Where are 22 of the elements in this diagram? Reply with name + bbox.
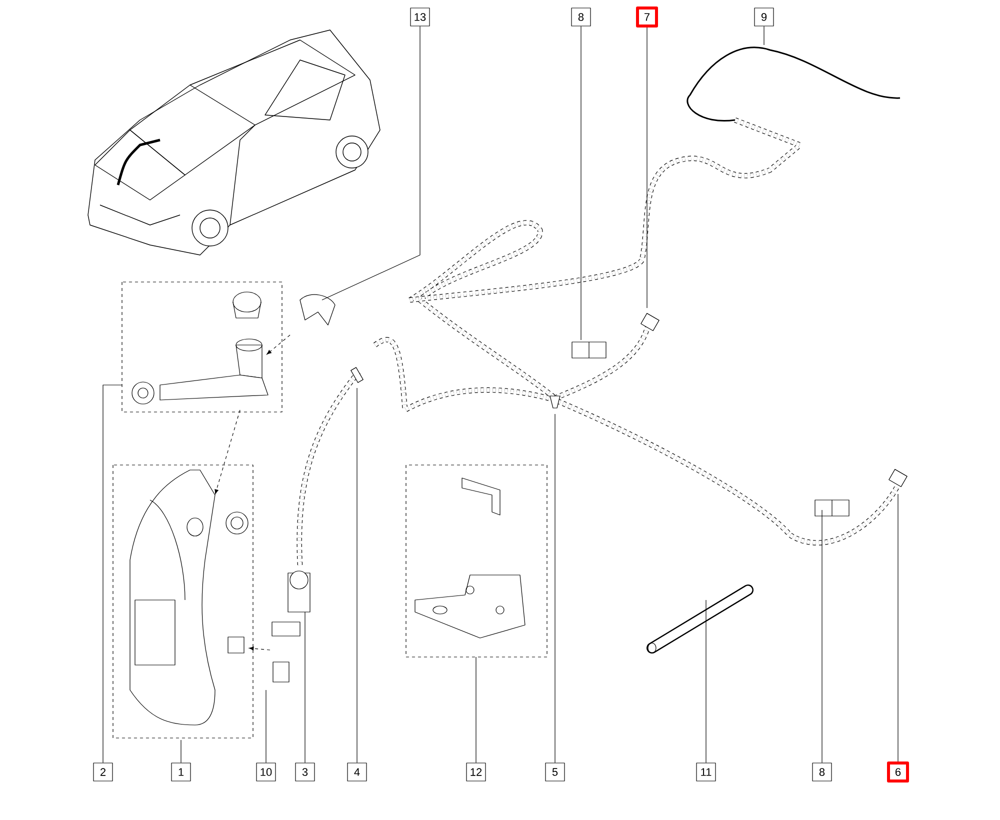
callout-number: 10	[256, 762, 276, 782]
callout-number: 6	[887, 762, 909, 782]
callout-number: 9	[754, 8, 774, 26]
leader-line	[304, 612, 306, 763]
leader-line	[322, 26, 420, 300]
leader-line	[554, 414, 556, 763]
leader-line	[356, 388, 358, 763]
callout-number: 13	[410, 8, 430, 26]
leader-line	[646, 27, 648, 308]
callout-number: 1	[171, 762, 191, 782]
callout-number: 12	[466, 762, 486, 782]
leader-line	[102, 384, 122, 763]
leader-line	[580, 26, 582, 340]
callout-number: 3	[295, 762, 315, 782]
callout-number: 11	[696, 762, 716, 782]
leader-line	[180, 740, 182, 763]
callout-number: 8	[571, 8, 591, 26]
callout-number: 4	[347, 762, 367, 782]
callout-number: 7	[636, 6, 658, 28]
callout-number: 2	[93, 762, 113, 782]
callout-number: 8	[812, 762, 832, 782]
callout-number: 5	[545, 762, 565, 782]
